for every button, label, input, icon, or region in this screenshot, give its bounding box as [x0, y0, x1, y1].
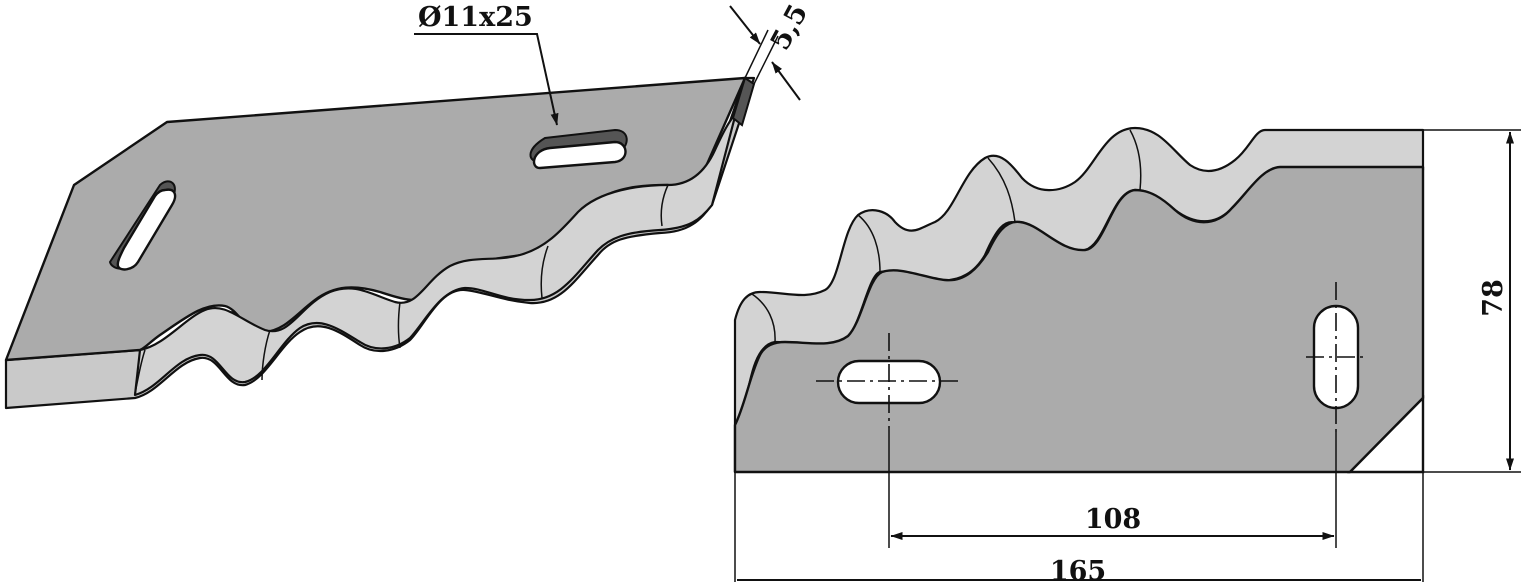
plan-view: 108 165 78: [733, 126, 1521, 582]
tooth-ridge: [987, 157, 1016, 223]
slot-hole: [116, 188, 177, 271]
bevel-ridge: [540, 245, 549, 299]
slot-dimension-label: Ø11x25: [418, 2, 533, 33]
thickness-arrow: [729, 5, 761, 45]
knife-chamfer: [731, 76, 756, 127]
knife-bevel: [133, 76, 747, 397]
thickness-arrow: [771, 61, 801, 101]
tooth-ridge: [1129, 129, 1142, 191]
slot-hole: [532, 140, 627, 170]
tooth-ridge: [857, 214, 881, 273]
height-label: 78: [1478, 279, 1509, 317]
bevel-ridge: [660, 184, 669, 227]
hole-spacing-label: 108: [1085, 504, 1141, 535]
bevel-ridge: [134, 349, 146, 394]
thickness-ext-line: [753, 35, 779, 85]
slot-leader: [414, 33, 559, 126]
plan-corner-cut: [1347, 395, 1425, 474]
bevel-ridge: [397, 301, 401, 349]
length-label: 165: [1050, 556, 1106, 582]
tooth-ridge: [751, 293, 776, 343]
thickness-ext-line: [744, 29, 769, 79]
perspective-view: Ø11x25 5,5: [4, 0, 814, 410]
bevel-ridge: [261, 329, 271, 381]
